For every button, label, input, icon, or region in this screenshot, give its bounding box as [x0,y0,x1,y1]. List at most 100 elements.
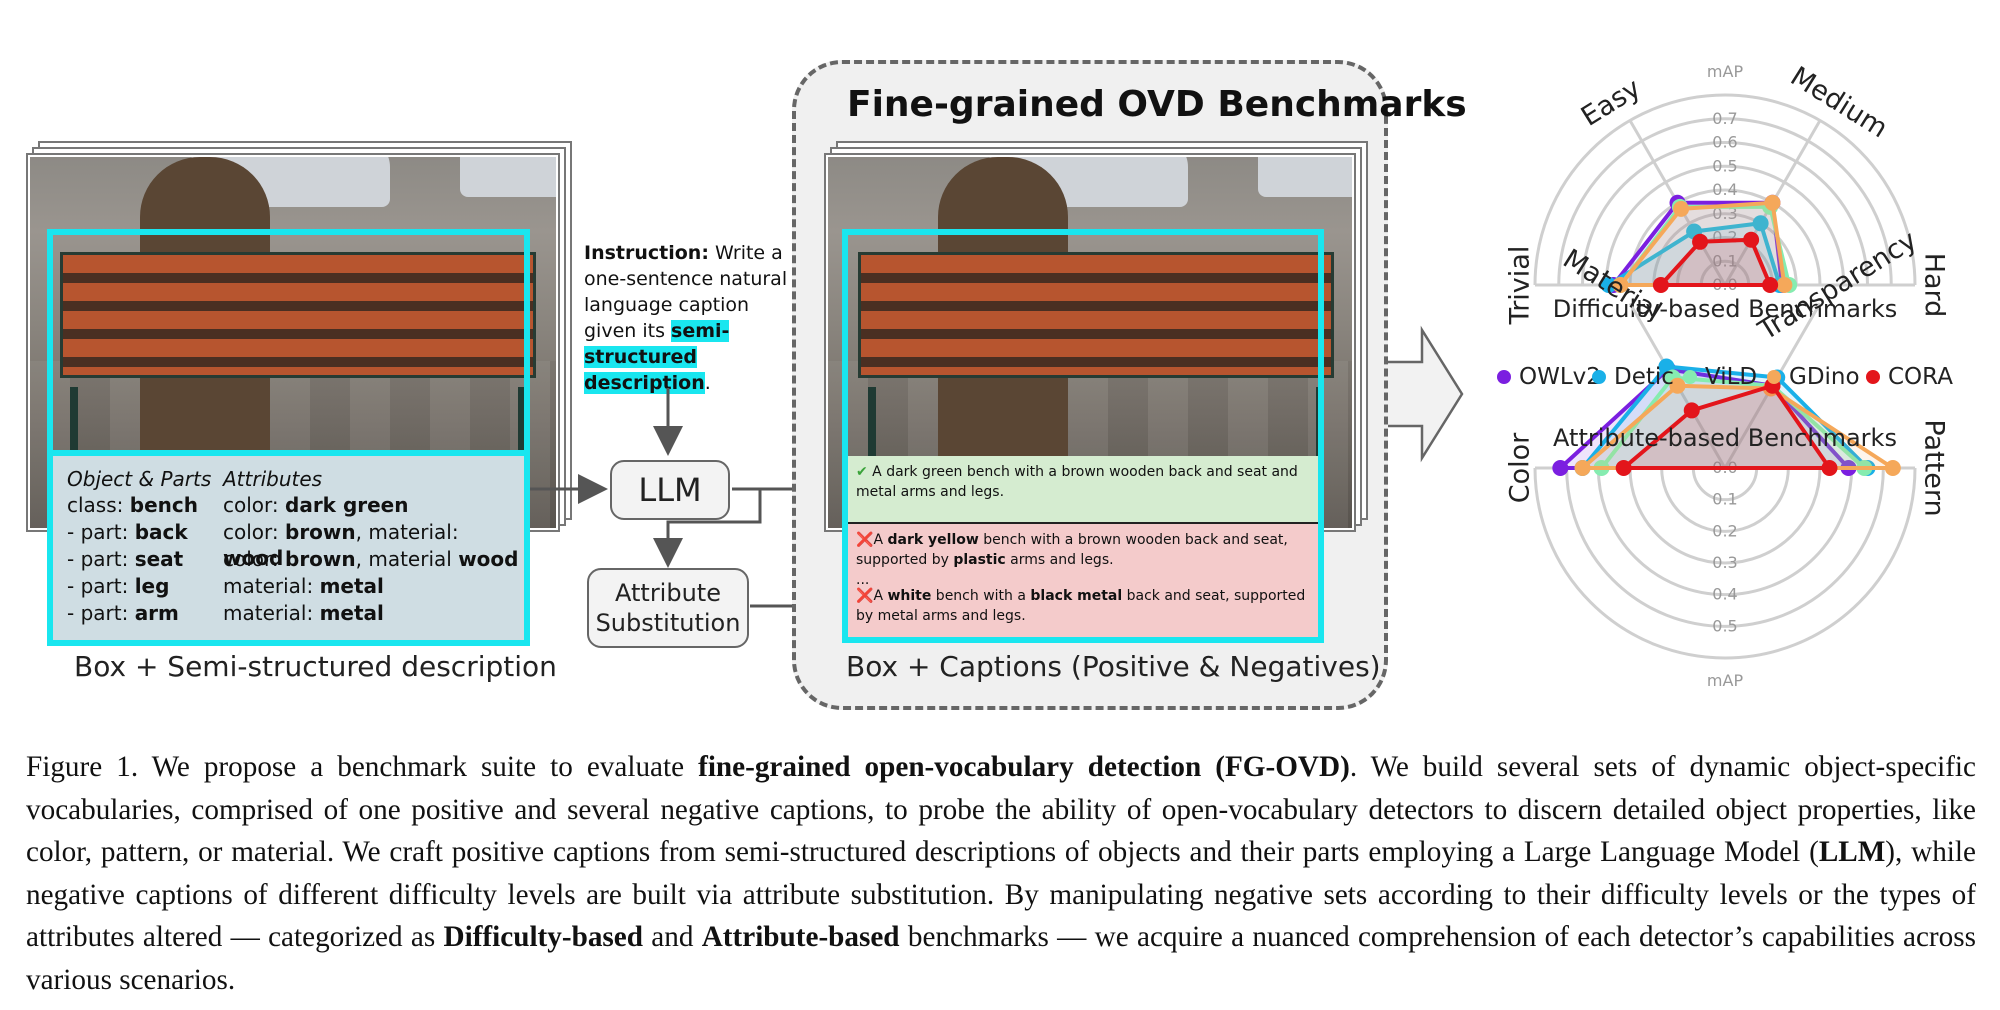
attribute-segment: metal [319,574,384,598]
radar-grid-arc [1604,164,1846,286]
radar-tick-label: 0.1 [1712,251,1737,270]
radar-grid-arc [1676,236,1774,286]
object-part-entry: - part: back [67,519,188,545]
radar-tick-label: 0.6 [1712,133,1737,152]
object-part-prefix: - part: [67,520,135,544]
legend-dot [1497,370,1511,384]
legend-item-gdino: GDino [1767,364,1860,390]
instruction-label: Instruction: [584,242,709,264]
radar-point-gdino [1669,377,1686,394]
legend-label: ViLD [1705,364,1758,390]
caption-divider [848,522,1318,524]
radar-tick-label: 0.2 [1712,521,1737,540]
attribute-substitution-node: Attribute Substitution [587,568,749,648]
radar-tick-label: 0.1 [1712,490,1737,509]
attribute-entry: color: brown, material wood [223,546,518,572]
radar-tick-label: 0.4 [1712,180,1737,199]
object-part-entry: - part: arm [67,600,179,626]
object-part-entry: - part: seat [67,546,183,572]
attribute-segment: dark green [285,493,409,517]
object-part-prefix: - part: [67,601,135,625]
object-part-prefix: - part: [67,574,135,598]
instruction-text: Instruction: Write a one-sentence natura… [584,240,789,396]
negative-caption: ❌A dark yellow bench with a brown wooden… [856,530,1310,570]
negative-caption-segment: dark yellow [887,532,979,548]
radar-axis-label: Pattern [1919,419,1950,516]
attribute-entry: material: metal [223,600,384,626]
figure-caption-segment: Attribute-based [701,921,900,954]
attribute-segment: wood [458,547,519,571]
middle-panel-caption: Box + Captions (Positive & Negatives) [846,650,1381,683]
figure-caption-segment: and [642,921,702,954]
instruction-end: . [704,372,711,394]
left-panel-caption: Box + Semi-structured description [74,650,557,683]
negative-caption-segment: arms and legs. [1005,552,1114,568]
object-part-name: arm [134,601,179,625]
radar-point-detic [1752,215,1769,232]
radar-tick-label: 0.4 [1712,585,1737,604]
object-part-name: bench [129,493,198,517]
attribute-entry: color: brown, material: wood [223,519,524,571]
legend-dot [1866,370,1880,384]
radar-point-cora [1821,460,1838,476]
attributes-header: Attributes [223,467,323,491]
legend-item-detic: Detic [1592,364,1674,390]
instruction-body: Write a one-sentence natural language ca… [584,242,788,342]
legend-item-owlv2: OWLv2 [1497,364,1601,390]
radar-grid-arc [1565,467,1885,628]
positive-caption-text: A dark green bench with a brown wooden b… [856,464,1298,500]
figure-caption-segment: LLM [1818,836,1886,869]
negative-caption-segment: A [873,588,888,604]
radar-grid-arc [1628,188,1822,286]
radar-point-owlv2 [1552,460,1569,476]
negative-ellipsis: ... [856,572,870,588]
figure-caption-segment: Difficulty-based [443,921,643,954]
attribute-substitution-line2: Substitution [595,609,741,637]
negative-caption-segment: plastic [953,552,1006,568]
object-parts-header: Object & Parts [67,467,212,491]
legend-label: Detic [1614,364,1674,390]
attribute-segment: material: [223,601,320,625]
radar-grid-arc [1691,467,1759,502]
attribute-segment: color: [223,520,285,544]
radar-tick-label: 0.7 [1712,109,1737,128]
attribute-segment: , material: [355,520,459,544]
negative-caption: ❌A white bench with a black metal back a… [856,586,1310,626]
radar-grid-arc [1660,467,1790,533]
legend-dot [1767,370,1781,384]
attribute-segment: , material [355,547,459,571]
radar-grid-arc [1628,467,1822,565]
figure-caption-segment: Figure 1. We propose a benchmark suite t… [26,751,699,783]
object-part-prefix: - part: [67,547,135,571]
big-right-arrow [1380,325,1464,463]
legend-label: OWLv2 [1519,364,1601,390]
attribute-entry: color: dark green [223,492,409,518]
negative-cross-icon: ❌ [856,532,874,548]
legend-label: GDino [1789,364,1860,390]
radar-point-gdino [1574,460,1591,476]
radar-title: Difficulty-based Benchmarks [1553,295,1898,323]
figure-caption: Figure 1. We propose a benchmark suite t… [26,746,1976,1002]
radar-point-cora [1615,460,1632,476]
radar-axis-label: Trivial [1505,246,1536,326]
radar-point-gdino [1776,277,1793,293]
radar-point-gdino [1673,200,1690,217]
figure-caption-segment: benchmarks — we acquire a nuanced compre… [26,921,1976,996]
attribute-entry: material: metal [223,573,384,599]
positive-caption: ✔ A dark green bench with a brown wooden… [848,456,1318,522]
figure-caption-segment: ), while negative captions of different … [26,836,1976,954]
radar-outer-arc [1533,93,1917,286]
object-part-name: back [134,520,188,544]
radar-axis-label: Color [1505,432,1536,503]
legend-label: CORA [1888,364,1953,390]
radar-tick-label: 0.5 [1712,156,1737,175]
radar-point-cora [1743,231,1760,248]
radar-tick-label: 0.3 [1712,553,1737,572]
radar-outer-arc [1533,467,1917,660]
negative-cross-icon: ❌ [856,588,874,604]
negative-caption-segment: white [887,588,932,604]
attribute-segment: wood [223,546,284,570]
radar-point-cora [1692,233,1709,250]
